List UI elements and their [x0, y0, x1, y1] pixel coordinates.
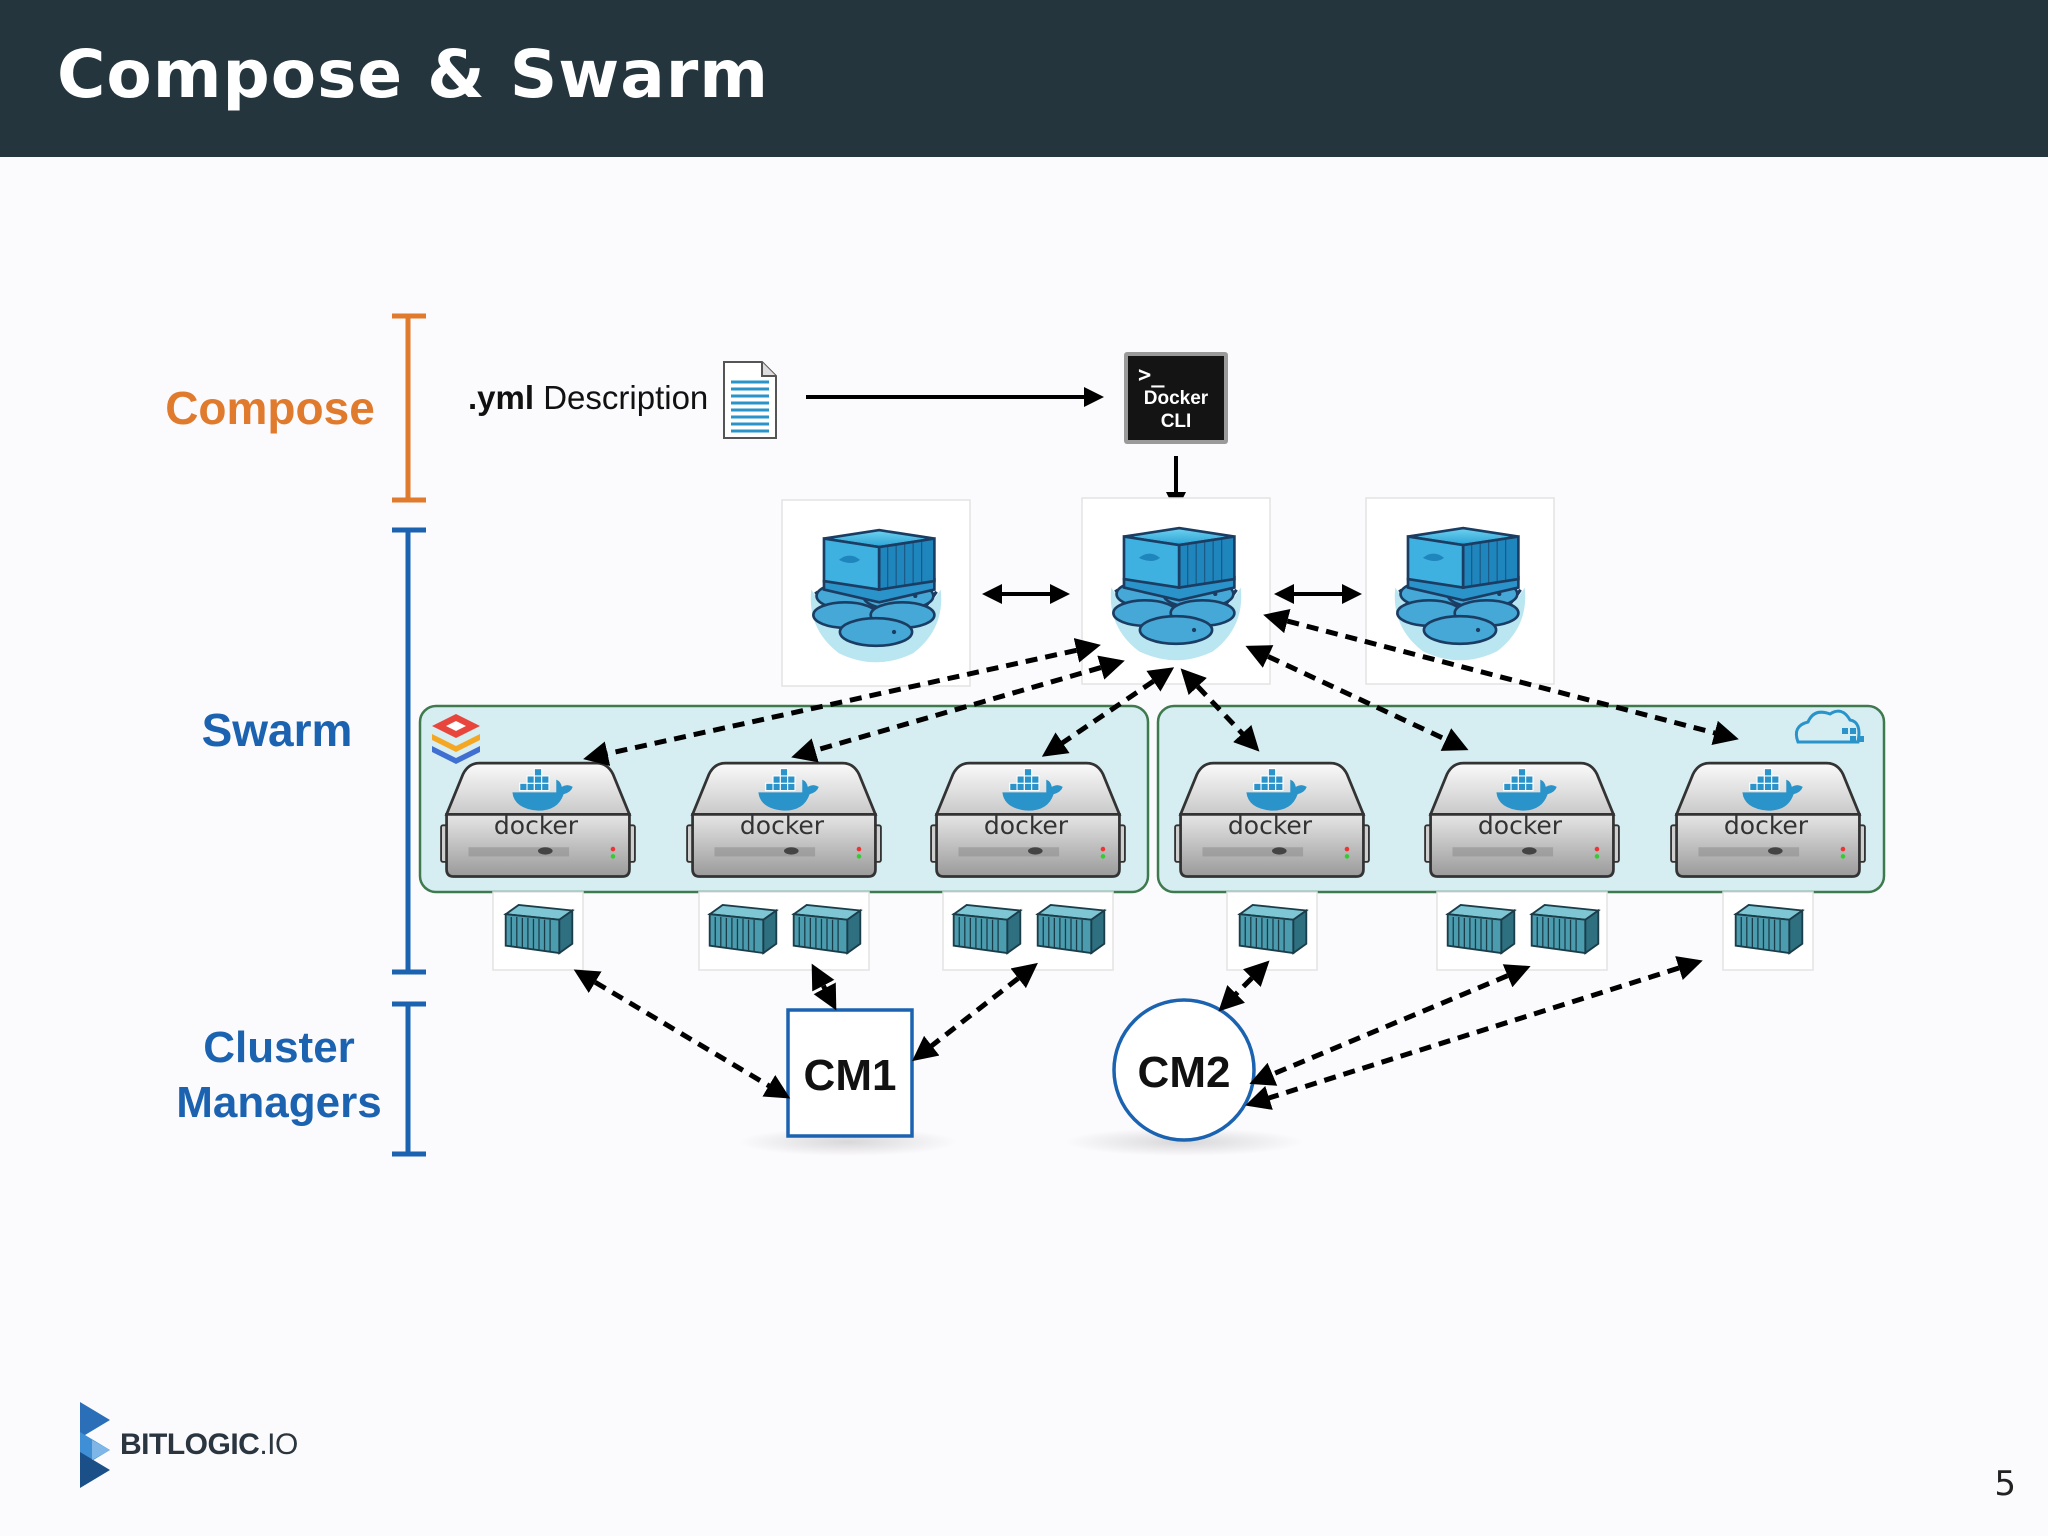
container-icon	[1734, 903, 1804, 955]
cli-label-line2: CLI	[1161, 411, 1192, 432]
slide-header: Compose & Swarm	[0, 0, 2048, 157]
compose-label: Compose	[165, 382, 375, 434]
cloud-provider-icon	[1794, 709, 1864, 744]
compose-bracket	[392, 313, 426, 503]
cluster-label-line1: Cluster	[203, 1023, 355, 1072]
container-icon	[1036, 903, 1106, 955]
swarm-bracket	[392, 527, 426, 975]
docker-host-label: docker	[494, 811, 579, 840]
stack-provider-icon	[432, 714, 480, 764]
swarm-manager-2	[1081, 497, 1271, 685]
bitlogic-logo-icon	[80, 1402, 110, 1488]
cm1-label: CM1	[804, 1051, 897, 1100]
docker-host-6: docker	[1669, 761, 1867, 879]
docker-cli-icon: >_ Docker CLI	[1124, 352, 1228, 444]
cm1-to-host2-arrow	[811, 963, 837, 1011]
swarm-manager-3	[1365, 497, 1555, 685]
container-icon	[708, 903, 778, 955]
yml-description-label: .yml Description	[468, 379, 708, 416]
container-icon	[504, 903, 574, 955]
logo-suffix: .IO	[259, 1428, 298, 1461]
yml-bold: .yml	[468, 379, 534, 416]
cm2-to-host5-arrow	[1249, 964, 1531, 1086]
manager-to-host4-arrow	[1180, 668, 1260, 752]
swarm-manager-1	[781, 499, 971, 687]
container-icon	[792, 903, 862, 955]
cm2-circle: CM2	[1064, 998, 1304, 1156]
docker-host-label: docker	[740, 811, 825, 840]
swarm-manager-whale-icon	[1393, 526, 1527, 662]
document-icon	[723, 361, 777, 439]
swarm-manager-whale-icon	[1109, 526, 1243, 662]
container-tile-4	[1226, 891, 1318, 971]
manager-to-host3-arrow	[1041, 667, 1175, 757]
cm1-to-host3-arrow	[912, 962, 1038, 1062]
manager-to-host2-arrow	[791, 655, 1125, 763]
container-icon	[952, 903, 1022, 955]
cluster-label-line2: Managers	[176, 1078, 381, 1127]
manager-to-host6-arrow	[1263, 608, 1739, 746]
docker-host-1: docker	[439, 761, 637, 879]
docker-host-label: docker	[984, 811, 1069, 840]
container-icon	[1238, 903, 1308, 955]
container-tile-3	[942, 891, 1114, 971]
bitlogic-logo-text: BITLOGIC.IO	[120, 1428, 298, 1462]
cm2-label: CM2	[1138, 1048, 1231, 1097]
container-tile-1	[492, 891, 584, 971]
cluster-manager-links	[573, 956, 1703, 1110]
cm2-to-host6-arrow	[1245, 956, 1703, 1110]
docker-host-label: docker	[1478, 811, 1563, 840]
swarm-manager-whale-icon	[809, 528, 943, 664]
docker-host-label: docker	[1724, 811, 1809, 840]
docker-host-2: docker	[685, 761, 883, 879]
container-tile-6	[1722, 891, 1814, 971]
docker-host-5: docker	[1423, 761, 1621, 879]
cm1-to-host1-arrow	[573, 969, 791, 1099]
page-number: 5	[1994, 1464, 2016, 1504]
swarm-label: Swarm	[202, 704, 353, 756]
container-tile-5	[1436, 891, 1608, 971]
container-icon	[1446, 903, 1516, 955]
docker-host-3: docker	[929, 761, 1127, 879]
docker-host-4: docker	[1173, 761, 1371, 879]
swarm-host-links	[583, 608, 1739, 766]
cli-label-line1: Docker	[1144, 388, 1209, 409]
cm1-box: CM1	[738, 1008, 958, 1156]
logo-name: BITLOGIC	[120, 1428, 260, 1461]
yml-rest: Description	[534, 379, 708, 416]
slide-title: Compose & Swarm	[57, 36, 770, 113]
container-icon	[1530, 903, 1600, 955]
cli-prompt-icon: >_	[1138, 363, 1165, 388]
docker-host-label: docker	[1228, 811, 1313, 840]
cluster-managers-bracket	[392, 1001, 426, 1157]
container-tile-2	[698, 891, 870, 971]
